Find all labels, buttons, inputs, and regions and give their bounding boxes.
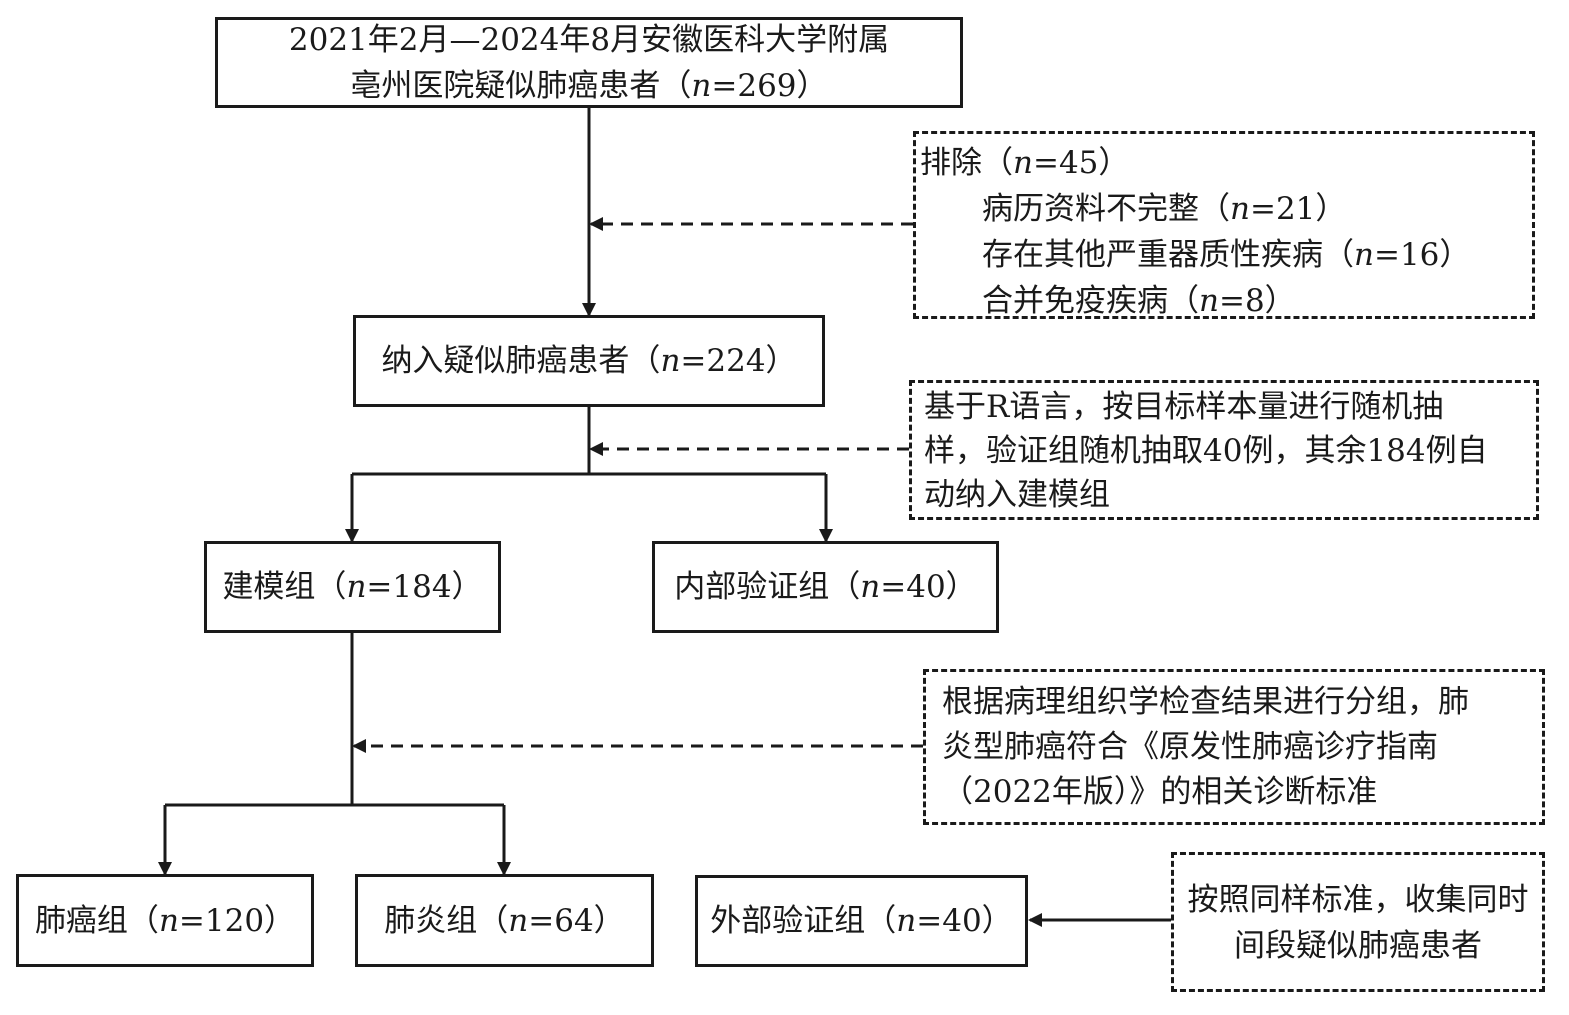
exclusion-box: 排除（n=45） 病历资料不完整（n=21） 存在其他严重器质性疾病（n=16）… <box>913 131 1535 319</box>
grouping-note-line1: 根据病理组织学检查结果进行分组，肺 <box>942 684 1469 720</box>
lung-cancer-group-box: 肺癌组（n=120） <box>16 874 314 967</box>
pneumonia-group-label: 肺炎组（n=64） <box>384 902 625 939</box>
lung-cancer-group-label: 肺癌组（n=120） <box>34 902 296 939</box>
modeling-group-label: 建模组（n=184） <box>222 569 483 605</box>
pneumonia-group-box: 肺炎组（n=64） <box>355 874 654 967</box>
exclusion-title: 排除（n=45） <box>920 145 1130 181</box>
grouping-note-line3: （2022年版）》的相关诊断标准 <box>942 774 1378 810</box>
split-note-line1: 基于R语言，按目标样本量进行随机抽 <box>924 389 1444 425</box>
external-note-line1: 按照同样标准，收集同时 <box>1187 882 1529 918</box>
grouping-note-box: 根据病理组织学检查结果进行分组，肺 炎型肺癌符合《原发性肺癌诊疗指南 （2022… <box>923 669 1545 825</box>
split-note-box: 基于R语言，按目标样本量进行随机抽 样，验证组随机抽取40例，其余184例自 动… <box>909 380 1539 520</box>
exclusion-item: 合并免疫疾病（n=8） <box>982 283 1296 319</box>
included-box: 纳入疑似肺癌患者（n=224） <box>353 315 825 407</box>
source-line1: 2021年2月—2024年8月安徽医科大学附属 <box>288 21 890 58</box>
modeling-group-box: 建模组（n=184） <box>204 541 501 633</box>
grouping-note-line2: 炎型肺癌符合《原发性肺癌诊疗指南 <box>942 729 1438 765</box>
external-note-line2: 间段疑似肺癌患者 <box>1234 928 1482 964</box>
external-note-box: 按照同样标准，收集同时 间段疑似肺癌患者 <box>1171 852 1545 992</box>
external-validation-box: 外部验证组（n=40） <box>695 875 1028 967</box>
exclusion-item: 病历资料不完整（n=21） <box>982 191 1347 227</box>
internal-validation-label: 内部验证组（n=40） <box>674 569 977 605</box>
split-note-line2: 样，验证组随机抽取40例，其余184例自 <box>924 433 1488 469</box>
internal-validation-box: 内部验证组（n=40） <box>652 541 999 633</box>
exclusion-item: 存在其他严重器质性疾病（n=16） <box>982 237 1471 273</box>
external-validation-label: 外部验证组（n=40） <box>710 903 1013 939</box>
split-note-line3: 动纳入建模组 <box>924 477 1110 513</box>
included-label: 纳入疑似肺癌患者（n=224） <box>381 343 797 379</box>
source-population-box: 2021年2月—2024年8月安徽医科大学附属 亳州医院疑似肺癌患者（n=269… <box>215 17 963 108</box>
source-line2: 亳州医院疑似肺癌患者（n=269） <box>350 67 828 104</box>
